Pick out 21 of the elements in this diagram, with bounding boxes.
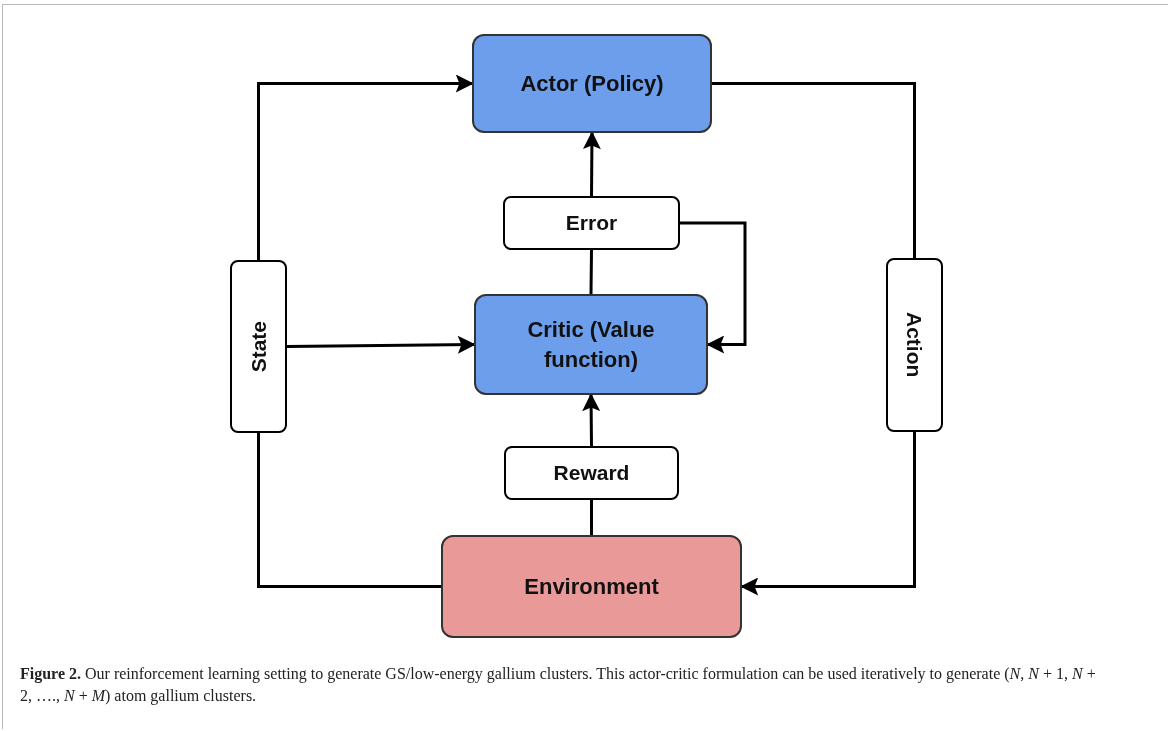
box-label: Environment <box>523 572 660 601</box>
arrow <box>287 335 476 354</box>
environment-box <box>441 535 742 638</box>
figure-caption: Figure 2. Our reinforcement learning setting to generate GS/low-energy gallium clusters. This actor-critic formulation can be used iteratively to generate (N, N + 1, N + 2, …., N + M) atom gallium clusters. <box>20 664 1097 707</box>
signal-box <box>503 196 680 250</box>
process-box <box>472 34 712 133</box>
arrow <box>582 131 601 196</box>
arrow <box>680 221 747 354</box>
arrow <box>257 74 474 260</box>
box-label: Error <box>565 210 618 237</box>
box-label: Reward <box>553 460 630 487</box>
signal-box <box>504 446 679 500</box>
process-box <box>474 294 708 395</box>
arrow <box>740 432 916 596</box>
signal-box <box>230 260 287 433</box>
box-label: Action <box>902 312 928 378</box>
box-label: Actor (Policy) <box>519 69 665 98</box>
signal-box <box>886 258 943 432</box>
box-label: Critic (Value function) <box>526 315 656 374</box>
arrow <box>582 393 601 446</box>
box-label: State <box>245 320 271 373</box>
